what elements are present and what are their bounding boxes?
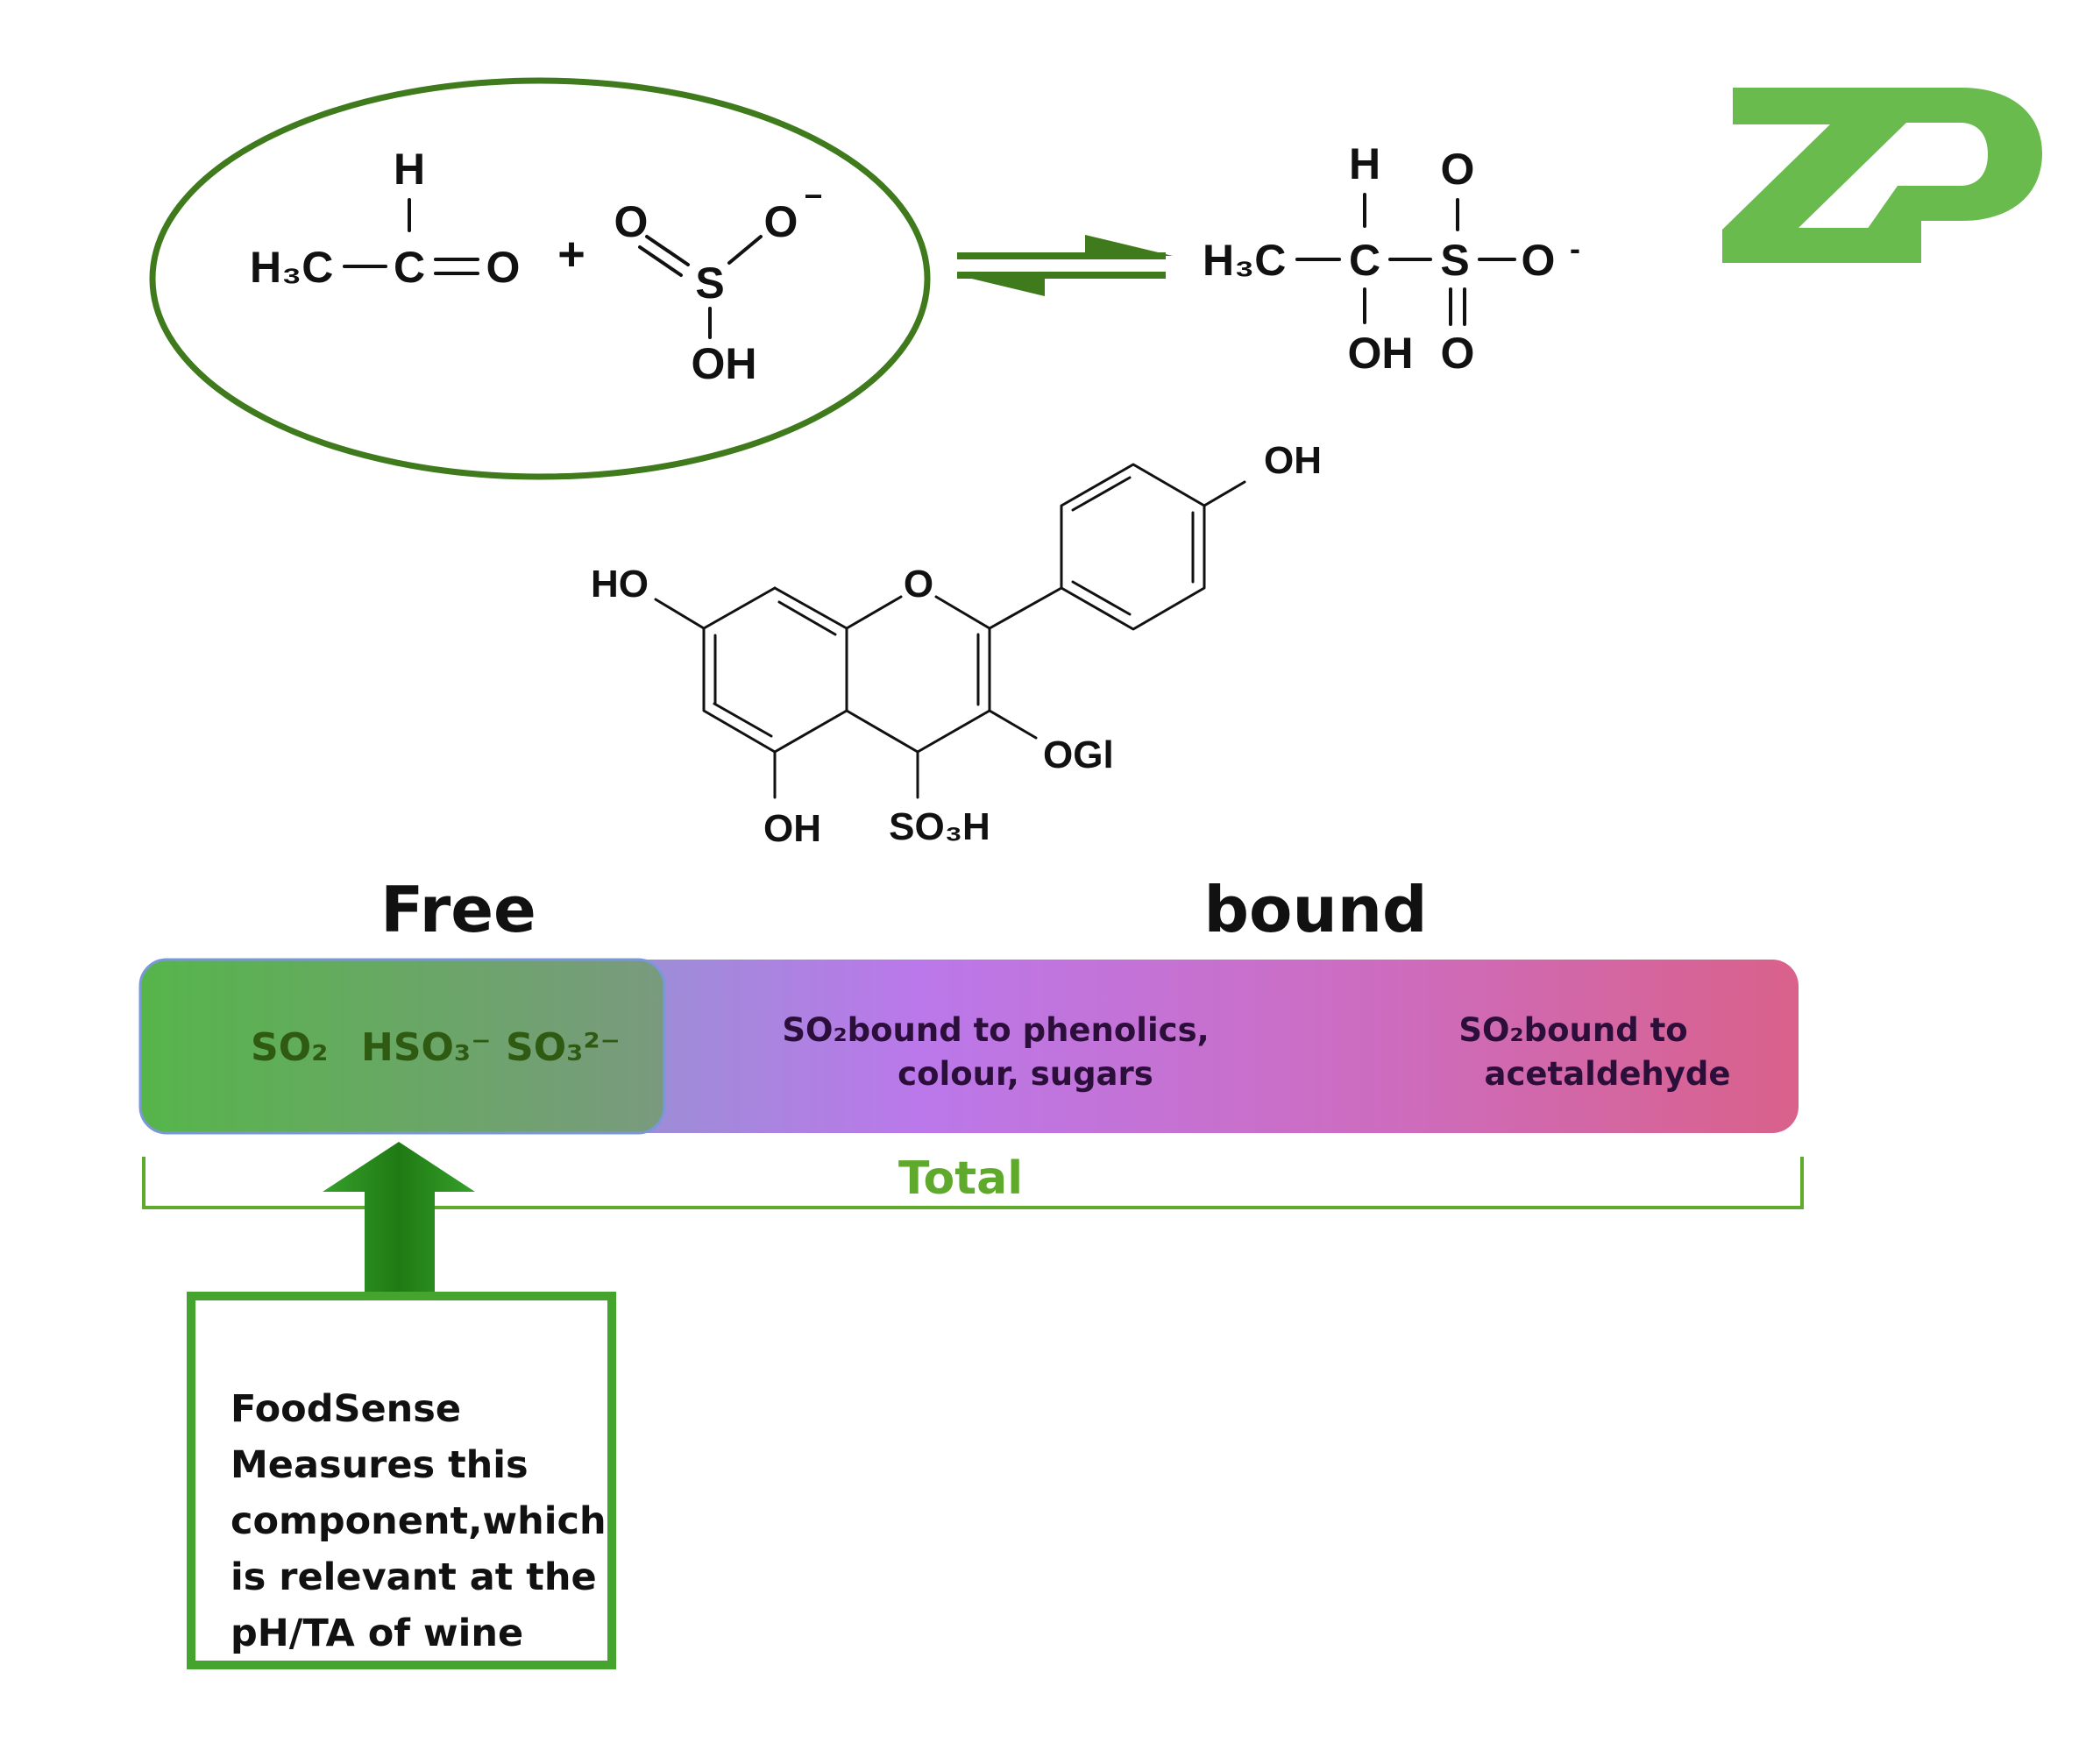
anthocyanin-bisulfite-structure: OH HO O OGl OH SO₃H <box>591 439 1322 850</box>
equilibrium-arrows <box>957 235 1173 296</box>
free-heading: Free <box>380 873 536 946</box>
flavonoid-so3h: SO₃H <box>889 805 990 848</box>
total-label: Total <box>898 1152 1023 1205</box>
flavonoid-ogl: OGl <box>1043 733 1114 776</box>
bisulfite-o-charge: − <box>804 178 822 214</box>
product-o-top: O <box>1441 145 1475 194</box>
bisulfite-o-right: O <box>764 197 798 246</box>
free-so2-segment <box>138 958 666 1135</box>
product-h: H <box>1349 139 1380 188</box>
foodsense-callout-text: FoodSense Measures this component,which … <box>231 1387 607 1655</box>
flavonoid-oh-top: OH <box>1264 439 1322 482</box>
free-species-hso3: HSO₃⁻ <box>361 1025 491 1070</box>
bound-acetaldehyde-line1: SO₂bound to <box>1458 1011 1687 1049</box>
product-o-right: O <box>1522 236 1556 285</box>
total-bracket <box>142 1157 1804 1209</box>
product-o-bottom: O <box>1441 329 1475 378</box>
flavonoid-oh-bottom: OH <box>763 807 821 850</box>
acetaldehyde-h: H <box>394 145 425 194</box>
hydroxysulfonate-structure: H₃C H C OH S O O O - <box>1203 139 1580 378</box>
product-c: C <box>1349 236 1380 285</box>
product-s: S <box>1440 236 1469 285</box>
flavonoid-ho-left: HO <box>591 563 649 606</box>
acetaldehyde-h3c: H₃C <box>250 243 333 292</box>
up-arrow <box>323 1142 475 1292</box>
bisulfite-o-left: O <box>614 197 649 246</box>
bound-phenolics-line1: SO₂bound to phenolics, <box>782 1011 1209 1049</box>
plus-sign: + <box>557 228 585 280</box>
foodsense-callout: FoodSense Measures this component,which … <box>187 1292 616 1669</box>
bisulfite-structure: O S O − OH <box>614 178 823 388</box>
bisulfite-oh: OH <box>692 339 757 388</box>
bisulfite-s: S <box>695 259 724 308</box>
bound-heading: bound <box>1203 873 1427 946</box>
free-species-so2: SO₂ <box>251 1025 328 1070</box>
product-oh: OH <box>1348 329 1414 378</box>
zp-logo <box>1722 88 2042 263</box>
flavonoid-o-ring: O <box>904 563 933 606</box>
bound-phenolics-line2: colour, sugars <box>898 1055 1153 1093</box>
free-species-so3: SO₃²⁻ <box>506 1025 621 1070</box>
acetaldehyde-o: O <box>486 243 521 292</box>
acetaldehyde-structure: H H₃C C O <box>250 145 520 292</box>
reactants-ellipse <box>149 77 931 480</box>
product-o-charge: - <box>1570 230 1580 266</box>
bound-acetaldehyde-line2: acetaldehyde <box>1485 1055 1731 1093</box>
product-h3c: H₃C <box>1203 236 1286 285</box>
acetaldehyde-c: C <box>394 243 425 292</box>
